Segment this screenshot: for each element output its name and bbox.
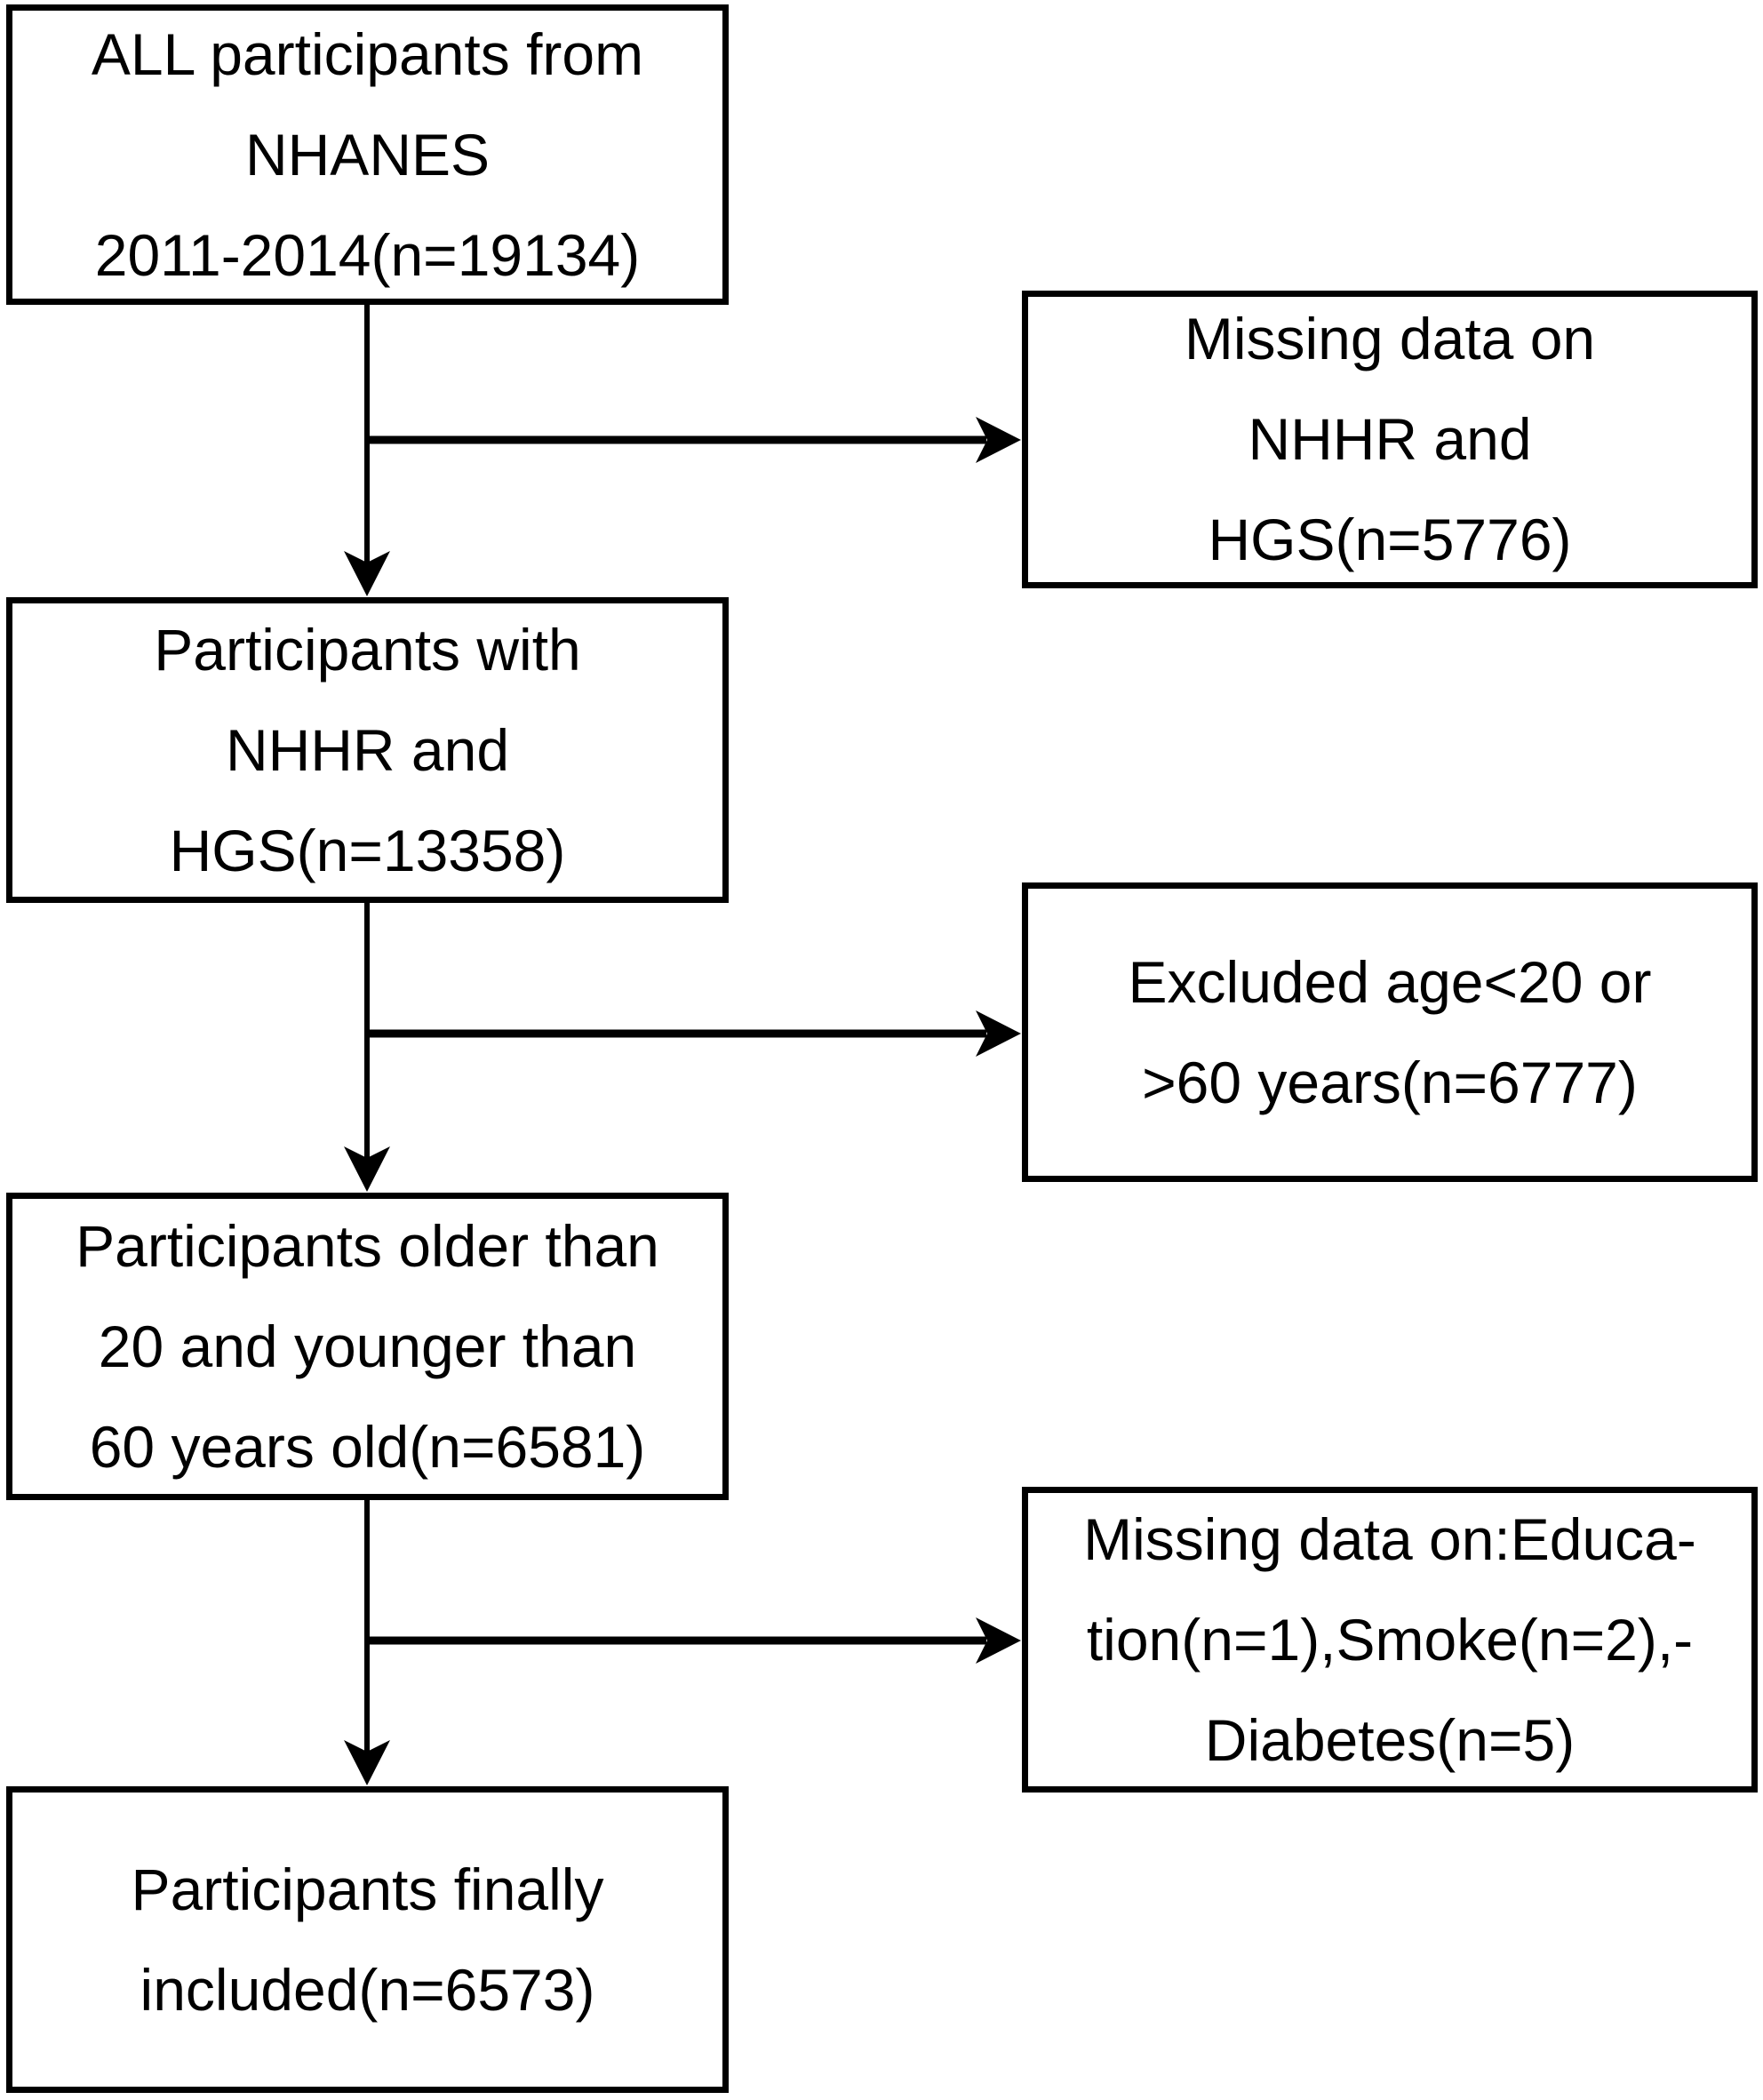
connector-2-down-arrowhead-icon xyxy=(344,1146,390,1192)
connector-1-right-arrowhead-icon xyxy=(976,417,1021,463)
node-excluded-age: Excluded age<20 or >60 years(n=6777) xyxy=(1022,882,1758,1182)
node-label: Participants with NHHR and HGS(n=13358) xyxy=(154,616,581,883)
node-with-nhhr-hgs: Participants with NHHR and HGS(n=13358) xyxy=(6,597,729,903)
node-label: ALL participants from NHANES 2011-2014(n… xyxy=(91,20,644,288)
node-label: Participants older than 20 and younger t… xyxy=(76,1212,659,1480)
node-missing-nhhr-hgs: Missing data on NHHR and HGS(n=5776) xyxy=(1022,291,1758,588)
connector-1-down-arrowhead-icon xyxy=(344,551,390,596)
node-label: Missing data on NHHR and HGS(n=5776) xyxy=(1184,306,1596,572)
node-label: Missing data on:Educa- tion(n=1),Smoke(n… xyxy=(1083,1505,1696,1773)
node-label: Participants finally included(n=6573) xyxy=(131,1856,604,2023)
node-age-20-to-60: Participants older than 20 and younger t… xyxy=(6,1193,729,1500)
connector-2-right-arrowhead-icon xyxy=(976,1010,1021,1057)
node-missing-covariates: Missing data on:Educa- tion(n=1),Smoke(n… xyxy=(1022,1487,1758,1793)
connector-3-right-arrowhead-icon xyxy=(976,1617,1021,1664)
node-label: Excluded age<20 or >60 years(n=6777) xyxy=(1128,948,1652,1115)
node-finally-included: Participants finally included(n=6573) xyxy=(6,1786,729,2093)
connector-3-down-arrowhead-icon xyxy=(344,1740,390,1785)
node-all-participants: ALL participants from NHANES 2011-2014(n… xyxy=(6,4,729,305)
